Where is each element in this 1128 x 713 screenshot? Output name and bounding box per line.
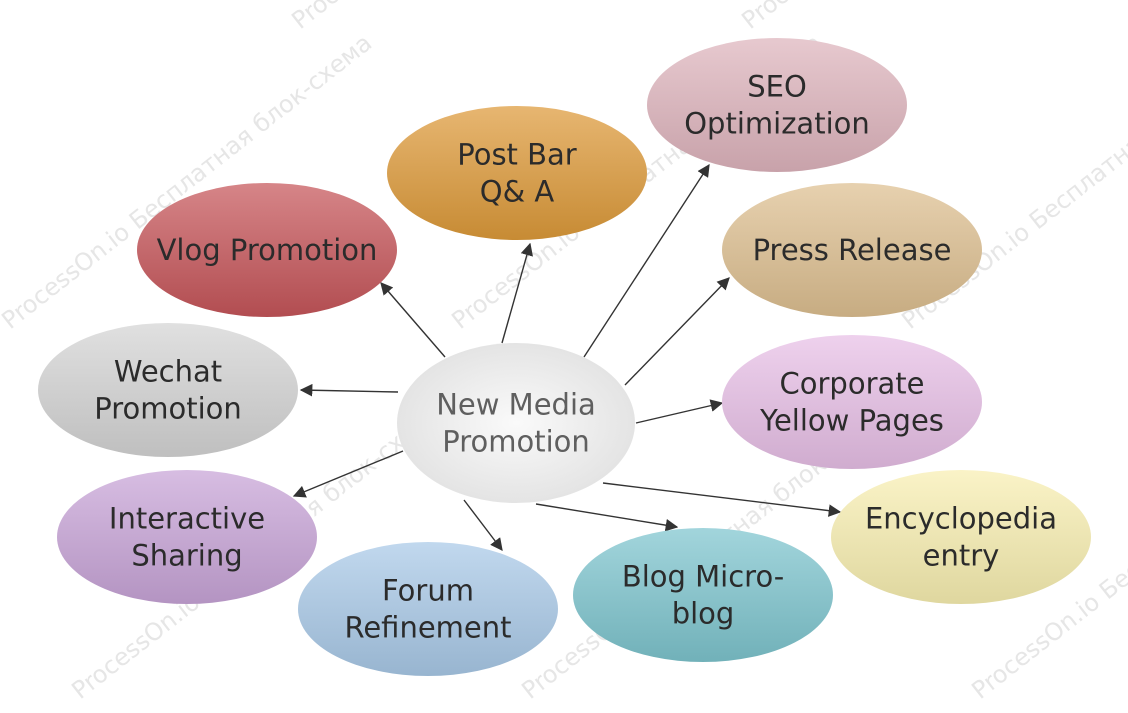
encyclopedia-label-line: Encyclopedia	[865, 502, 1057, 536]
forum-ellipse	[298, 542, 558, 676]
corporate-label-line: Corporate	[780, 367, 925, 401]
arrow-to-corporate	[635, 399, 724, 424]
arrow-to-seo	[583, 163, 710, 358]
arrow-to-vlog	[380, 282, 446, 358]
blog-label-line: blog	[672, 597, 735, 631]
node-blog: Blog Micro-blog	[573, 528, 833, 662]
corporate-ellipse	[722, 335, 982, 469]
interactive-label-line: Sharing	[131, 539, 242, 573]
arrow-to-press	[624, 277, 730, 386]
encyclopedia-label-line: entry	[923, 539, 1000, 573]
arrow-to-post-bar	[501, 242, 533, 344]
seo-ellipse	[647, 38, 907, 172]
post-bar-label-line: Post Bar	[457, 138, 577, 172]
blog-label-line: Blog Micro-	[622, 560, 784, 594]
arrow-to-interactive	[292, 450, 404, 498]
seo-label-line: SEO	[747, 70, 807, 104]
interactive-ellipse	[57, 470, 317, 604]
press-label-line: Press Release	[753, 233, 952, 267]
forum-label-line: Forum	[382, 574, 474, 608]
arrow-to-encyclopedia	[602, 482, 842, 517]
forum-label-line: Refinement	[344, 611, 511, 645]
node-vlog: Vlog Promotion	[137, 183, 397, 317]
vlog-ellipse	[137, 183, 397, 317]
arrow-to-forum	[463, 499, 503, 552]
encyclopedia-ellipse	[831, 470, 1091, 604]
press-ellipse	[722, 183, 982, 317]
wechat-label-line: Wechat	[114, 355, 222, 389]
post-bar-label-line: Q& A	[480, 175, 555, 209]
seo-label-line: Optimization	[684, 107, 870, 141]
center-ellipse	[397, 343, 635, 503]
watermark-text: ProcessOn.io Бесплатная блок-схема	[286, 0, 667, 35]
center-label-line: Promotion	[442, 425, 590, 459]
post-bar-ellipse	[387, 106, 647, 240]
arrow-to-blog	[535, 503, 679, 532]
blog-ellipse	[573, 528, 833, 662]
wechat-ellipse	[38, 323, 298, 457]
vlog-label-line: Vlog Promotion	[157, 233, 378, 267]
watermark-text: ProcessOn.io Бесплатная блок-схема	[736, 0, 1117, 35]
connector-layer	[292, 163, 842, 552]
center-label-line: New Media	[436, 388, 596, 422]
corporate-label-line: Yellow Pages	[759, 404, 944, 438]
node-press: Press Release	[722, 183, 982, 317]
arrow-to-wechat	[299, 383, 399, 397]
wechat-label-line: Promotion	[94, 392, 242, 426]
interactive-label-line: Interactive	[109, 502, 265, 536]
